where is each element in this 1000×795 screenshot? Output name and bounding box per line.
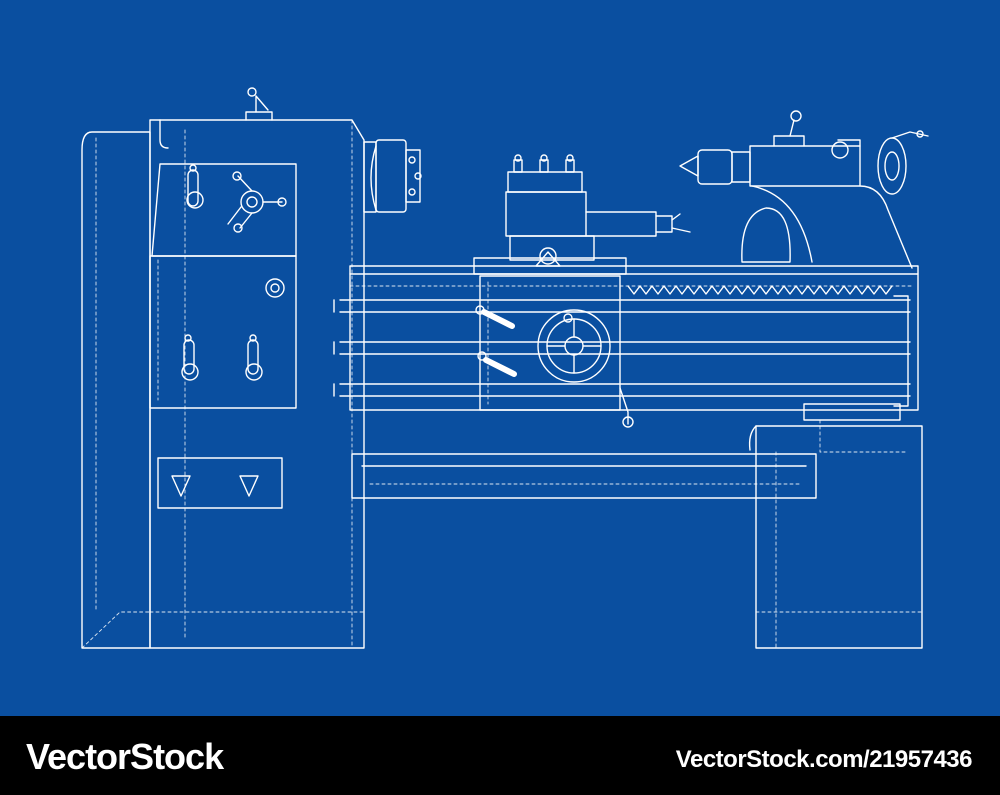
apron-handwheel-icon [537,309,611,383]
apron-lever-2-icon [477,351,517,377]
headstock-top-lever-icon [245,87,273,121]
brand-logo-text: VectorStock [26,736,224,777]
gear-lever-2-icon [181,334,199,381]
image-credit-id: VectorStock.com/21957436 [675,746,973,773]
gear-selector-star-icon [227,171,287,233]
watermark-footer: VectorStock VectorStock.com/21957436 [0,716,1000,795]
tailstock-pedestal [748,403,923,649]
headstock-cabinet [81,119,365,649]
lathe-wireframe-drawing: .d{stroke-dasharray:3 3;stroke-width:0.9… [81,87,929,649]
blueprint-canvas: .d{stroke-dasharray:3 3;stroke-width:0.9… [0,0,1000,716]
gear-lever-3-icon [245,334,263,381]
switch-plate-icon [157,457,283,509]
carriage-apron [473,257,634,428]
tailstock [679,110,929,269]
tailstock-handwheel-icon [877,130,929,195]
gear-lever-1-icon [186,164,204,209]
feed-lever-icon [619,387,634,428]
rack-gear-icon [627,285,893,295]
spindle-chuck-icon [363,139,422,213]
apron-lever-1-icon [475,305,515,329]
lathe-bed [333,265,919,411]
tailstock-lever-icon [773,110,805,147]
gearbox-panel [149,163,297,509]
tool-post-icon [505,154,691,267]
indicator-dial-icon [265,278,285,298]
chip-tray [351,453,817,499]
